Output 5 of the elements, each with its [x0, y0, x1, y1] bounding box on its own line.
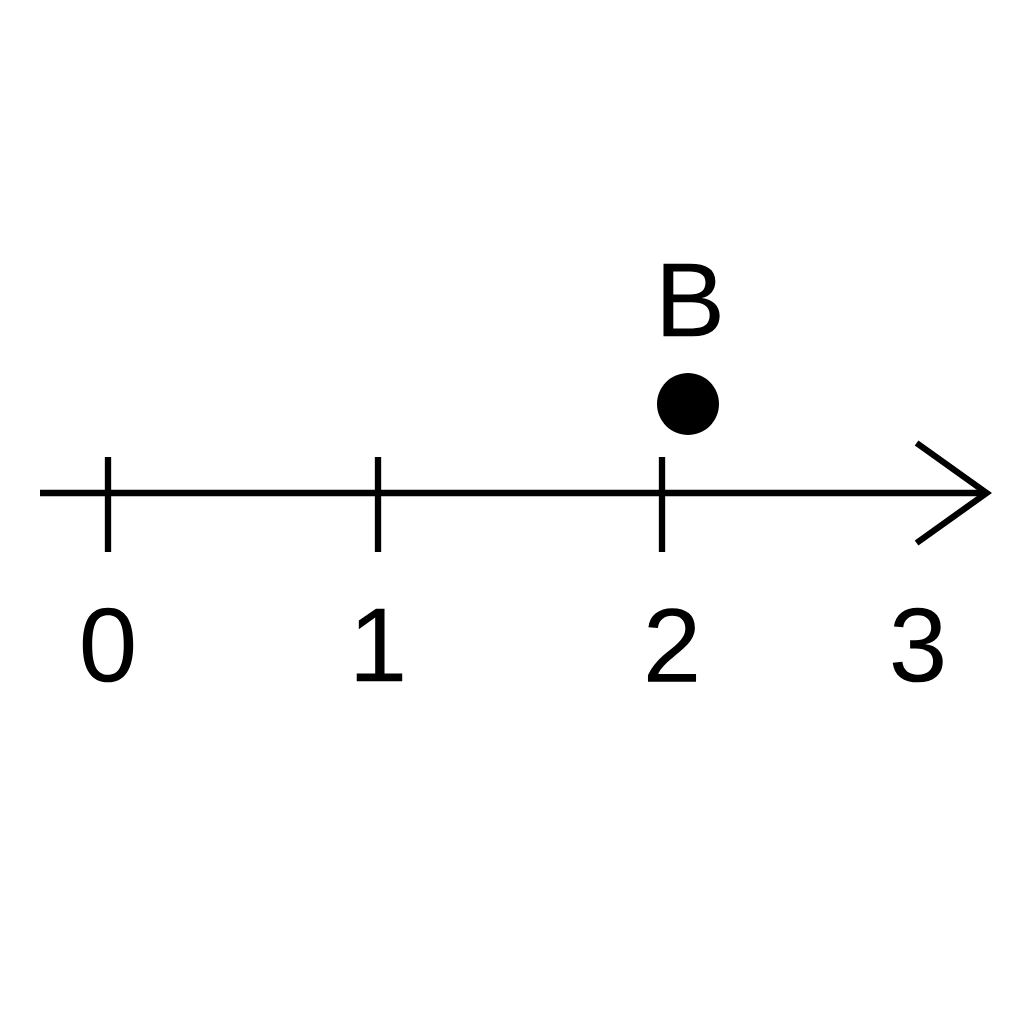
tick-label: 3: [892, 607, 943, 683]
point-label: B: [663, 263, 720, 337]
tick-label: 2: [647, 608, 697, 682]
tick-label: 0: [82, 607, 134, 683]
tick-label: 1: [356, 608, 403, 682]
